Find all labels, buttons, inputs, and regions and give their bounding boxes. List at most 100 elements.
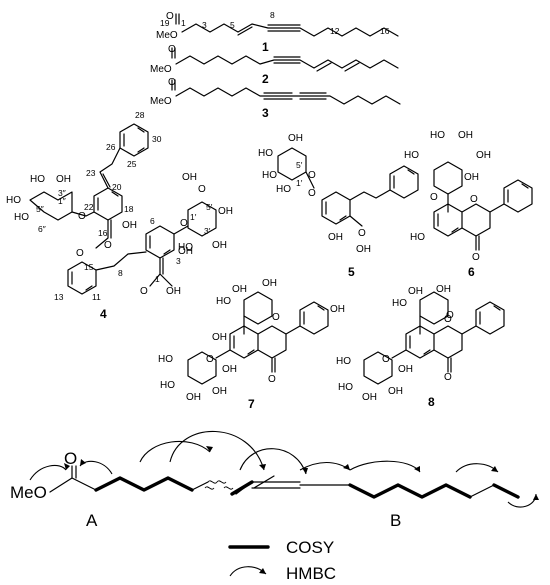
c4-num-26: 26 bbox=[106, 142, 116, 152]
c1-num-12: 12 bbox=[330, 26, 340, 36]
c4-num-3: 3 bbox=[176, 256, 181, 266]
compound-2-id: 2 bbox=[262, 72, 269, 86]
compound-5-structure: HO OH HO HO O 5′ 1′ O OH O OH 5 bbox=[258, 133, 419, 279]
c7-ring-o-top: O bbox=[272, 312, 280, 323]
c4-ester-o2: O bbox=[76, 248, 84, 259]
c4-num-3pp: 3″ bbox=[58, 188, 66, 198]
c7-oh-phenol: OH bbox=[330, 304, 345, 315]
c8-pyran-o: O bbox=[444, 314, 452, 325]
c4-ester-o: O bbox=[104, 240, 112, 251]
legend-hmbc-arrowhead bbox=[259, 568, 266, 574]
c4-ring-o-right: O bbox=[198, 184, 206, 195]
c4-num-3p: 3′ bbox=[204, 226, 211, 236]
compound-8-structure: OH OH HO O O O OH O HO HO OH OH 8 bbox=[336, 284, 505, 409]
c4-ho-right-top: OH bbox=[182, 172, 197, 183]
c6-oh-right: OH bbox=[476, 150, 491, 161]
c1-num-1: 1 bbox=[181, 18, 186, 28]
c2-meo-label: MeO bbox=[150, 64, 172, 75]
c8-ho-top: HO bbox=[392, 298, 407, 309]
compound-8-id: 8 bbox=[428, 395, 435, 409]
c4-num-5p: 5′ bbox=[206, 202, 213, 212]
c8-oh-low3: OH bbox=[362, 392, 377, 403]
c4-ho-right-3: HO bbox=[178, 242, 193, 253]
c6-oh-top: OH bbox=[458, 130, 473, 141]
c6-carbonyl-o: O bbox=[472, 252, 480, 263]
c6-oh-right2: OH bbox=[464, 172, 479, 183]
c5-ho-2: HO bbox=[262, 170, 277, 181]
c4-glyco-o-left: O bbox=[78, 211, 86, 222]
compound-7-structure: OH OH HO O O OH OH OH O HO HO OH OH 7 bbox=[158, 278, 345, 411]
c7-carbonyl-o: O bbox=[268, 374, 276, 385]
key-meo-label: MeO bbox=[10, 483, 47, 502]
c1-num-19: 19 bbox=[160, 18, 170, 28]
c4-num-28: 28 bbox=[135, 110, 145, 120]
c8-carbonyl-o: O bbox=[444, 372, 452, 383]
c7-ring-o-low: O bbox=[206, 354, 214, 365]
c1-num-16: 16 bbox=[380, 26, 390, 36]
c1-carbonyl-o-label: O bbox=[166, 11, 174, 22]
c4-num-15: 15 bbox=[84, 262, 94, 272]
c8-ho-low2: HO bbox=[338, 382, 353, 393]
c7-oh-low4: OH bbox=[212, 386, 227, 397]
c1-num-3: 3 bbox=[202, 20, 207, 30]
c7-oh-ring: OH bbox=[212, 332, 227, 343]
c4-glyco-o-right: O bbox=[180, 218, 188, 229]
compound-3-id: 3 bbox=[262, 106, 269, 120]
c8-ring-o-top: O bbox=[446, 310, 454, 321]
c7-ho-low1: HO bbox=[158, 354, 173, 365]
c4-num-5pp: 5″ bbox=[36, 204, 44, 214]
c5-oh-top: OH bbox=[288, 133, 303, 144]
c4-num-6pp: 6″ bbox=[38, 224, 46, 234]
compound-6-id: 6 bbox=[468, 265, 475, 279]
c4-oh-right-1: OH bbox=[218, 206, 233, 217]
c4-oh-left1: OH bbox=[56, 174, 71, 185]
c5-ho-3: HO bbox=[276, 184, 291, 195]
c7-oh-low3: OH bbox=[186, 392, 201, 403]
compound-4-structure: 28 30 26 25 23 20 22 18 OH O HO OH HO HO… bbox=[6, 110, 233, 321]
correlation-diagram: MeO O A B bbox=[10, 430, 539, 530]
c6-ring-o: O bbox=[430, 192, 438, 203]
c4-acid-o: O bbox=[140, 286, 148, 297]
legend-cosy-label: COSY bbox=[286, 538, 334, 557]
c4-ho-left2: HO bbox=[6, 195, 21, 206]
c8-ho-low1: HO bbox=[336, 356, 351, 367]
c7-ho-top: HO bbox=[216, 296, 231, 307]
compound-5-id: 5 bbox=[348, 265, 355, 279]
c4-num-18: 18 bbox=[124, 204, 134, 214]
c4-num-25: 25 bbox=[127, 159, 137, 169]
c8-oh-top2: OH bbox=[436, 284, 451, 295]
c7-oh-5: OH bbox=[222, 364, 237, 375]
c8-oh-top1: OH bbox=[408, 286, 423, 297]
c7-oh-top2: OH bbox=[262, 278, 277, 289]
c5-ring-o: O bbox=[308, 170, 316, 181]
c4-num-1: 1 bbox=[155, 274, 160, 284]
c4-num-8: 8 bbox=[118, 268, 123, 278]
compound-1-structure: MeO O 19 1 3 5 8 12 16 1 bbox=[156, 10, 399, 54]
c4-num-30: 30 bbox=[152, 134, 162, 144]
compound-1-id: 1 bbox=[262, 40, 269, 54]
c4-num-1pp: 1″ bbox=[58, 196, 66, 206]
c4-oh-right: OH bbox=[178, 246, 193, 257]
compound-2-structure: MeO O 2 bbox=[150, 44, 399, 86]
c4-num-22: 22 bbox=[84, 202, 94, 212]
c8-ring-o-low: O bbox=[382, 354, 390, 365]
compound-6-structure: HO OH HO OH OH O O O HO 6 bbox=[404, 130, 533, 279]
c5-acid-oh: OH bbox=[356, 244, 371, 255]
compound-7-id: 7 bbox=[248, 397, 255, 411]
c5-ho-1: HO bbox=[258, 148, 273, 159]
c7-oh-top1: OH bbox=[232, 284, 247, 295]
c4-num-6: 6 bbox=[150, 216, 155, 226]
c7-ho-low2: HO bbox=[160, 380, 175, 391]
legend: COSY HMBC bbox=[228, 538, 336, 583]
c4-ho-left1: HO bbox=[30, 174, 45, 185]
c5-glyco-o: O bbox=[308, 188, 316, 199]
compound-3-structure: MeO O 3 bbox=[150, 77, 401, 120]
c1-num-5: 5 bbox=[230, 20, 235, 30]
key-o-label: O bbox=[64, 449, 77, 468]
c5-acid-o: O bbox=[358, 228, 366, 239]
c6-ho-aromatic: HO bbox=[410, 232, 425, 243]
c5-oh-ring: OH bbox=[328, 232, 343, 243]
c4-acid-oh: OH bbox=[166, 286, 181, 297]
c1-meo-label: MeO bbox=[156, 30, 178, 41]
